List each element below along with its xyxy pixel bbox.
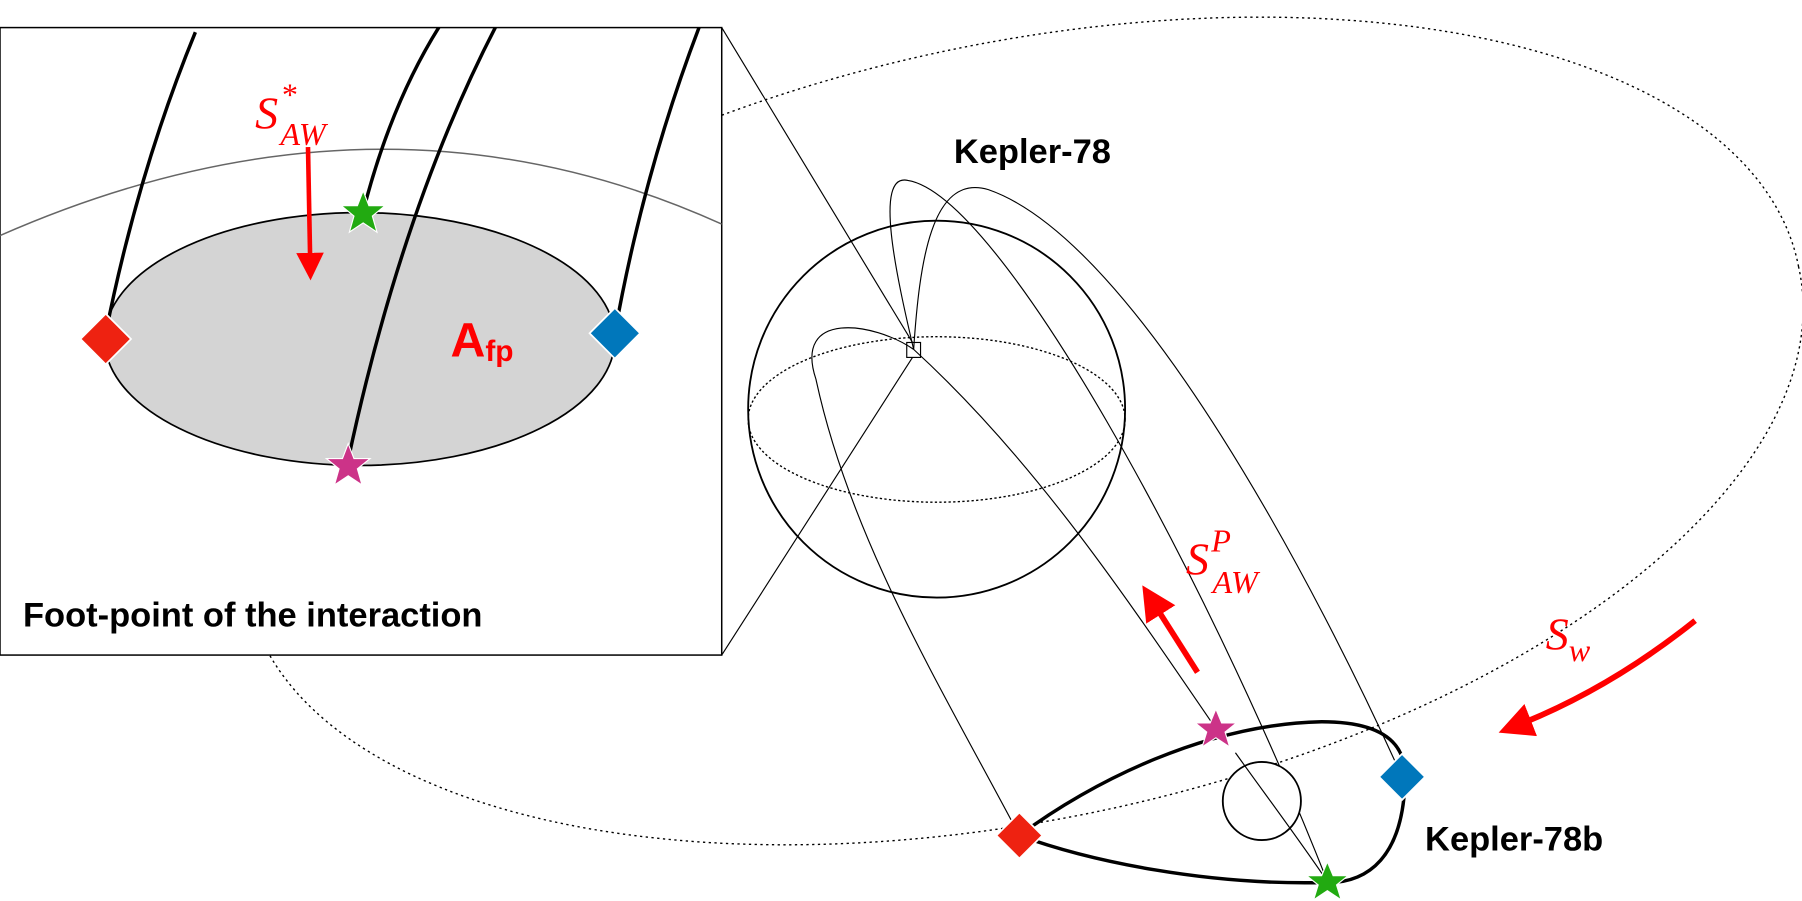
green-star-marker <box>1305 860 1350 901</box>
planet-label: Kepler-78b <box>1425 820 1603 858</box>
field-line <box>913 348 1217 729</box>
stellar-surface-arc <box>0 148 722 237</box>
stellar-wind-label: Sw <box>1546 608 1591 667</box>
field-line <box>104 31 197 334</box>
footpoint-inset: S*AW Afp Foot-point of the interaction <box>0 26 723 656</box>
green-star-marker <box>339 189 387 234</box>
footpoint-area <box>103 211 616 467</box>
alfven-star-label: S*AW <box>255 77 329 152</box>
planet-kepler-78b <box>1221 761 1302 842</box>
blue-diamond-marker <box>588 306 642 360</box>
field-line <box>913 187 1403 778</box>
star-kepler-78 <box>747 219 1127 599</box>
field-line <box>346 27 498 461</box>
inset-title: Foot-point of the interaction <box>23 596 483 634</box>
star-equator <box>747 336 1126 503</box>
zoom-connector <box>721 27 913 343</box>
stellar-wind-arrow <box>1498 618 1697 737</box>
field-line <box>1234 752 1328 882</box>
interaction-loop <box>1015 719 1408 885</box>
planet-orbit-path <box>241 16 1802 846</box>
footpoint-area-label: Afp <box>450 313 513 368</box>
field-line <box>361 27 441 212</box>
magenta-star-marker <box>1193 707 1239 749</box>
alfven-wave-arrow-star <box>296 147 324 281</box>
field-line <box>613 27 701 334</box>
zoom-connector <box>721 357 913 656</box>
alfven-wave-arrow-planet <box>1142 585 1200 674</box>
red-diamond-marker <box>79 312 133 366</box>
magenta-star-marker <box>324 442 372 487</box>
red-diamond-marker <box>995 811 1044 860</box>
field-line <box>889 179 1328 882</box>
field-line <box>811 327 1020 836</box>
blue-diamond-marker <box>1377 752 1427 802</box>
star-label: Kepler-78 <box>954 133 1111 171</box>
